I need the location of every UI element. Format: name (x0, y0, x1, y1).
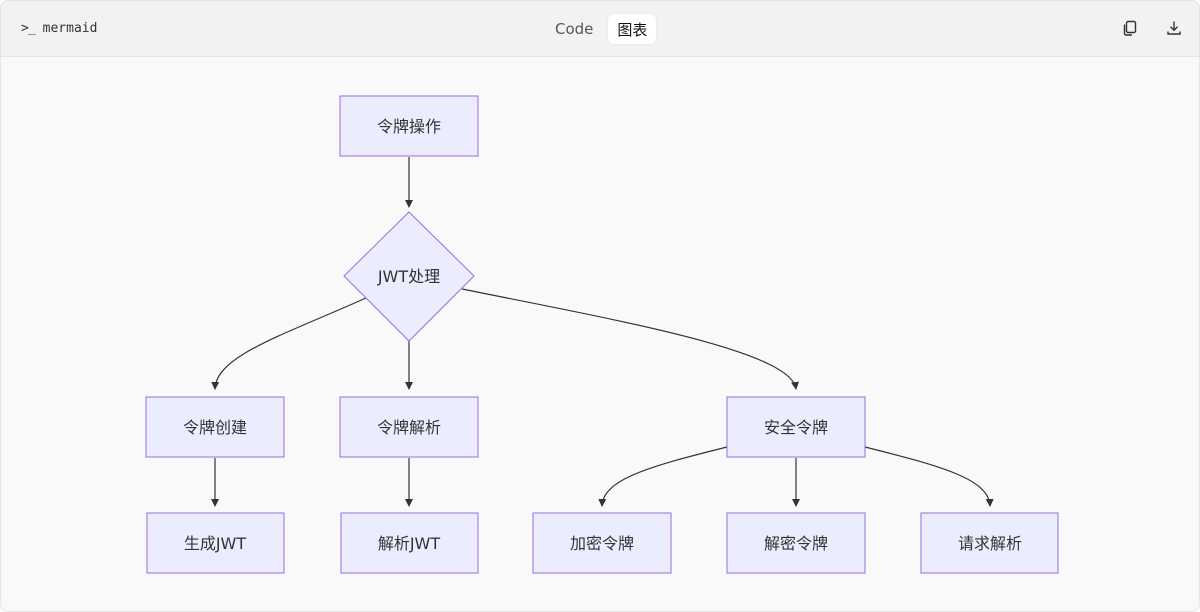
node-token-parse[interactable]: 令牌解析 (339, 396, 479, 458)
svg-text:令牌解析: 令牌解析 (377, 418, 441, 437)
language-indicator: >_ mermaid (21, 1, 97, 56)
node-generate-jwt[interactable]: 生成JWT (146, 512, 285, 574)
language-label: mermaid (42, 21, 98, 36)
edge-jwt-to-token-create (211, 297, 367, 390)
tab-diagram[interactable]: 图表 (608, 14, 657, 44)
svg-text:请求解析: 请求解析 (958, 534, 1022, 553)
svg-text:令牌操作: 令牌操作 (377, 117, 441, 136)
svg-text:安全令牌: 安全令牌 (764, 418, 828, 437)
copy-button[interactable] (1119, 17, 1141, 39)
svg-text:生成JWT: 生成JWT (184, 534, 247, 553)
code-block-header: >_ mermaid Code 图表 (1, 1, 1199, 57)
node-encrypt-token[interactable]: 加密令牌 (532, 512, 672, 574)
svg-text:解密令牌: 解密令牌 (764, 534, 828, 553)
svg-text:JWT处理: JWT处理 (377, 267, 440, 286)
flowchart-diagram: 令牌操作 JWT处理 令牌创建 令牌解析 安全令牌 (145, 95, 1059, 574)
node-token-create[interactable]: 令牌创建 (145, 396, 285, 458)
node-secure-token[interactable]: 安全令牌 (726, 396, 866, 458)
node-request-parse[interactable]: 请求解析 (920, 512, 1059, 574)
node-decrypt-token[interactable]: 解密令牌 (726, 512, 866, 574)
nodes: 令牌操作 JWT处理 令牌创建 令牌解析 安全令牌 (145, 95, 1059, 574)
terminal-prompt-icon: >_ (21, 21, 36, 36)
download-button[interactable] (1163, 17, 1185, 39)
edge-jwt-to-secure-token (461, 288, 800, 390)
svg-text:加密令牌: 加密令牌 (570, 534, 634, 553)
download-icon (1167, 21, 1181, 35)
copy-icon (1123, 20, 1137, 36)
diagram-canvas: 令牌操作 JWT处理 令牌创建 令牌解析 安全令牌 (1, 57, 1199, 611)
tab-code[interactable]: Code (555, 20, 594, 38)
edge-secure-token-to-encrypt (598, 446, 728, 507)
view-tabs: Code 图表 (546, 14, 657, 44)
edges (211, 157, 994, 507)
node-jwt-processing[interactable]: JWT处理 (343, 211, 475, 342)
svg-text:解析JWT: 解析JWT (378, 534, 441, 553)
edge-secure-token-to-request-parse (864, 446, 994, 507)
svg-text:令牌创建: 令牌创建 (183, 418, 247, 437)
node-parse-jwt[interactable]: 解析JWT (340, 512, 479, 574)
node-token-ops[interactable]: 令牌操作 (339, 95, 479, 157)
